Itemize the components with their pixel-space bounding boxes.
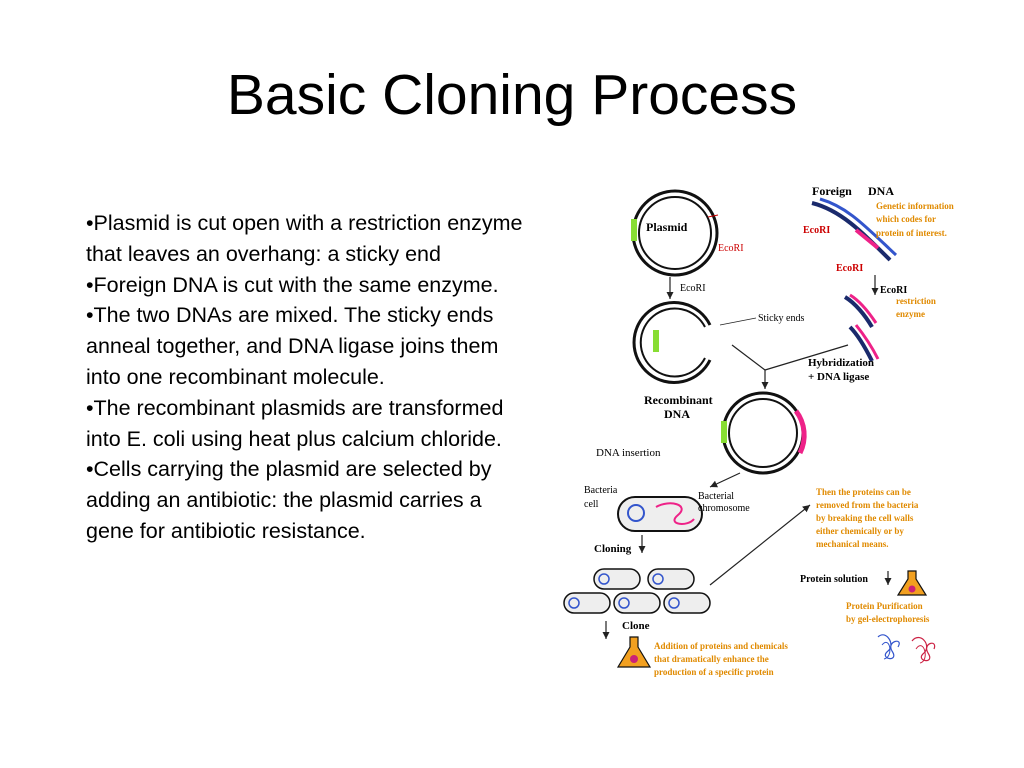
cloning-diagram: Plasmid EcoRI EcoRI Sticky ends Foreign … — [560, 175, 990, 695]
restriction-enzyme-text: restriction — [896, 296, 936, 306]
protein-icon — [911, 636, 936, 664]
clone-label: Clone — [622, 620, 650, 632]
dna-insertion-label: DNA insertion — [596, 447, 661, 459]
bullet-item: •The two DNAs are mixed. The sticky ends… — [86, 303, 499, 389]
hybridization-text: + DNA ligase — [808, 371, 869, 383]
ecori-label: EcoRI — [803, 225, 830, 236]
foreign-dna-strand — [811, 197, 898, 262]
hybridization-text: Hybridization — [808, 357, 874, 369]
plasmid-label: Plasmid — [646, 220, 688, 234]
protein-purification-text: by gel-electrophoresis — [846, 614, 930, 624]
bullet-item: •Cells carrying the plasmid are selected… — [86, 457, 492, 543]
cut-foreign-dna — [843, 293, 880, 362]
protein-purification-text: Protein Purification — [846, 601, 923, 611]
protein-solution-label: Protein solution — [800, 574, 868, 585]
clone-bacteria — [563, 568, 711, 614]
proteins-removed-text: by breaking the cell walls — [816, 513, 914, 523]
protein-icon — [877, 634, 900, 660]
addition-text: Addition of proteins and chemicals — [654, 641, 788, 651]
proteins-removed-text: Then the proteins can be — [816, 487, 911, 497]
genetic-info-text: protein of interest. — [876, 228, 947, 238]
recombinant-plasmid — [721, 391, 807, 475]
ecori-label: EcoRI — [836, 263, 863, 274]
flask-icon — [896, 570, 928, 596]
bacterial-chromosome-text: chromosome — [698, 503, 750, 514]
foreign-label: Foreign — [812, 184, 852, 198]
recombinant-label: Recombinant — [644, 393, 713, 407]
ecori-label: EcoRI — [718, 243, 744, 254]
bacteria-cell-text: Bacteria — [584, 485, 618, 496]
proteins-removed-text: mechanical means. — [816, 539, 889, 549]
bullet-item: •The recombinant plasmids are transforme… — [86, 395, 504, 451]
bullet-list: •Plasmid is cut open with a restriction … — [86, 208, 526, 547]
bacterial-chromosome-text: Bacterial — [698, 491, 734, 502]
dna-label: DNA — [868, 184, 894, 198]
dna-label: DNA — [664, 407, 690, 421]
flask-icon — [616, 636, 652, 668]
addition-text: that dramatically enhance the — [654, 654, 769, 664]
bacteria-cell-text: cell — [584, 499, 599, 510]
proteins-removed-text: removed from the bacteria — [816, 500, 919, 510]
proteins-removed-text: either chemically or by — [816, 526, 904, 536]
page-title: Basic Cloning Process — [226, 63, 798, 127]
cloning-diagram-svg: Plasmid EcoRI EcoRI Sticky ends Foreign … — [563, 184, 954, 677]
restriction-enzyme-text: enzyme — [896, 309, 925, 319]
bullet-item: •Plasmid is cut open with a restriction … — [86, 211, 523, 266]
genetic-info-text: Genetic information — [876, 201, 954, 211]
bacterium — [617, 496, 703, 532]
plasmid-ring — [631, 189, 719, 277]
ecori-label: EcoRI — [680, 283, 706, 294]
cut-plasmid — [632, 301, 712, 384]
cloning-label: Cloning — [594, 543, 632, 555]
sticky-ends-label: Sticky ends — [758, 313, 804, 324]
bullet-item: •Foreign DNA is cut with the same enzyme… — [86, 272, 499, 297]
addition-text: production of a specific protein — [654, 667, 774, 677]
genetic-info-text: which codes for — [876, 214, 936, 224]
ecori-label: EcoRI — [880, 285, 907, 296]
